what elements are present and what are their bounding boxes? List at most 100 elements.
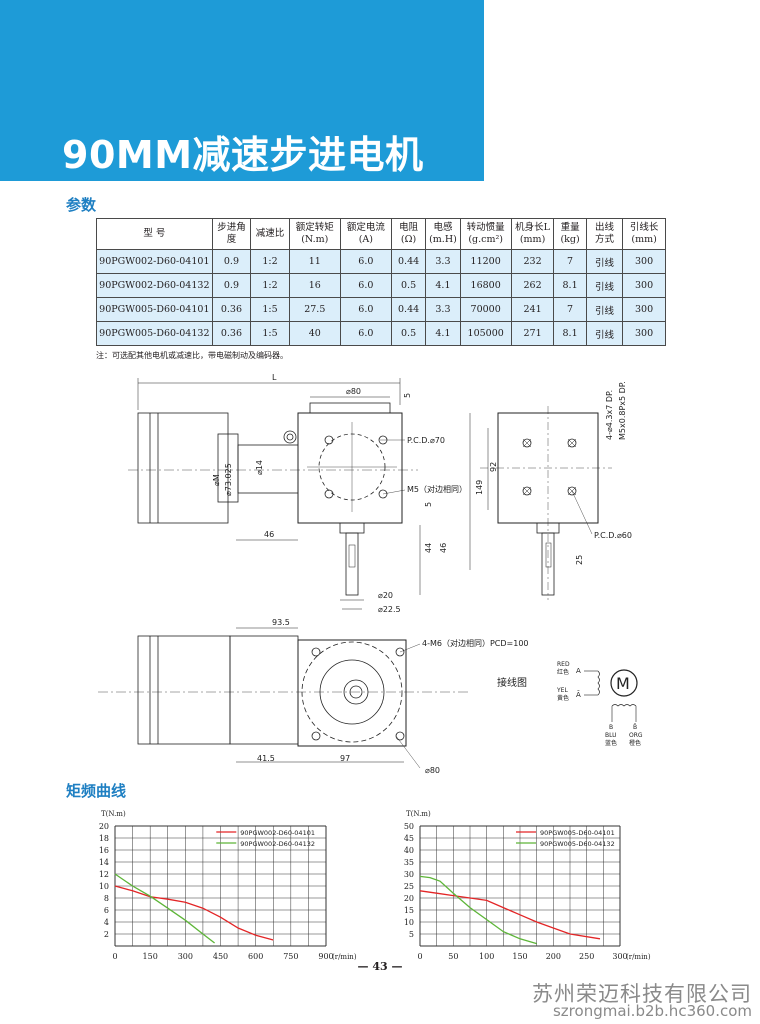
table-cell: 0.9 <box>211 249 252 274</box>
params-table: 型 号步进角 度减速比额定转矩 (N.m)额定电流 (A)电阻 (Ω)电感 (m… <box>96 218 666 346</box>
table-header-cell: 额定转矩 (N.m) <box>288 218 341 250</box>
dim-5-top: 5 <box>403 393 412 398</box>
dim-46: 46 <box>264 530 274 539</box>
table-cell: 3.3 <box>425 297 461 322</box>
table-cell: 70000 <box>459 297 512 322</box>
dim-14: ⌀14 <box>255 460 264 475</box>
y-tick-label: 5 <box>409 930 414 939</box>
bottom-view: 93.5 4-M6（对边相同）PCD=100 41.5 97 ⌀80 <box>98 618 529 775</box>
dim-pcd60: P.C.D.⌀60 <box>594 531 632 540</box>
x-tick-label: 900 <box>318 952 333 961</box>
table-cell: 300 <box>622 273 666 298</box>
table-header-cell: 电阻 (Ω) <box>390 218 427 250</box>
table-cell: 0.36 <box>211 321 252 346</box>
table-cell: 引线 <box>585 249 624 274</box>
table-cell: 8.1 <box>553 273 587 298</box>
table-cell: 90PGW005-D60-04132 <box>96 321 213 346</box>
side-view: L ⌀80 5 P.C.D.⌀70 M5（对边相同） 5 ⌀M <box>128 373 467 614</box>
table-cell: 0.44 <box>390 249 427 274</box>
series-line <box>114 873 215 944</box>
table-cell: 16800 <box>459 273 512 298</box>
table-header-cell: 引线长 (mm) <box>622 218 666 250</box>
table-header-cell: 机身长L (mm) <box>510 218 555 250</box>
table-header-cell: 型 号 <box>96 218 213 250</box>
table-cell: 40 <box>288 321 341 346</box>
wiring-title: 接线图 <box>497 676 527 689</box>
wire-org: ORG <box>629 732 643 739</box>
table-cell: 0.9 <box>211 273 252 298</box>
table-cell: 1:2 <box>250 273 290 298</box>
y-tick-label: 8 <box>104 894 109 903</box>
series-line <box>419 875 537 945</box>
section-params-title: 参数 <box>66 196 97 214</box>
dim-m5x: M5x0.8Px5 DP. <box>618 381 627 440</box>
wire-org-cn: 橙色 <box>629 739 641 747</box>
table-cell: 引线 <box>585 321 624 346</box>
table-cell: 引线 <box>585 297 624 322</box>
table-header-cell: 电感 (m.H) <box>425 218 461 250</box>
x-tick-label: 0 <box>112 952 117 961</box>
wire-yel: YEL <box>556 687 568 694</box>
legend-label: 90PGW005-D60-04132 <box>540 840 615 848</box>
y-tick-label: 2 <box>104 930 109 939</box>
table-cell: 1:5 <box>250 297 290 322</box>
table-header-cell: 步进角 度 <box>211 218 252 250</box>
wire-yel-cn: 黄色 <box>557 694 569 702</box>
watermark-url: szrongmai.b2b.hc360.com <box>552 1002 752 1020</box>
y-tick-label: 45 <box>404 834 414 843</box>
y-tick-label: 4 <box>104 918 109 927</box>
wire-b: B <box>609 724 613 731</box>
dim-73: ⌀73.025 <box>224 463 233 496</box>
table-cell: 11200 <box>459 249 512 274</box>
x-tick-label: 200 <box>546 952 561 961</box>
table-cell: 7 <box>553 297 587 322</box>
wiring-diagram: 接线图 RED 红色 A YEL 黄色 Ā M B B̄ BLU 蓝色 ORG … <box>497 661 643 747</box>
y-tick-label: 20 <box>99 822 109 831</box>
x-tick-label: 0 <box>417 952 422 961</box>
dim-5-mid: 5 <box>424 502 433 507</box>
dim-L: L <box>272 373 277 382</box>
legend-label: 90PGW002-D60-04132 <box>240 840 315 848</box>
dim-97: 97 <box>340 754 350 763</box>
dim-46v: 46 <box>439 543 448 553</box>
table-cell: 0.5 <box>390 321 427 346</box>
x-tick-label: 600 <box>248 952 263 961</box>
page-number: — 43 — <box>357 960 403 973</box>
x-tick-label: 150 <box>512 952 527 961</box>
dim-phi-m: ⌀M <box>212 474 221 486</box>
y-tick-label: 14 <box>99 858 109 867</box>
section-curves-title: 矩频曲线 <box>66 782 127 800</box>
x-tick-label: 300 <box>612 952 627 961</box>
table-header-cell: 重量 (kg) <box>553 218 587 250</box>
table-cell: 6.0 <box>339 273 392 298</box>
table-cell: 7 <box>553 249 587 274</box>
table-cell: 引线 <box>585 273 624 298</box>
y-tick-label: 10 <box>99 882 109 891</box>
table-cell: 1:5 <box>250 321 290 346</box>
table-cell: 0.5 <box>390 273 427 298</box>
x-axis-label: (r/min) <box>626 953 651 961</box>
y-tick-label: 40 <box>404 846 414 855</box>
table-header-cell: 减速比 <box>250 218 290 250</box>
y-tick-label: 20 <box>404 894 414 903</box>
y-tick-label: 12 <box>99 870 109 879</box>
table-header-row: 型 号步进角 度减速比额定转矩 (N.m)额定电流 (A)电阻 (Ω)电感 (m… <box>96 218 666 250</box>
table-cell: 90PGW005-D60-04101 <box>96 297 213 322</box>
table-cell: 90PGW002-D60-04101 <box>96 249 213 274</box>
wire-abar: Ā <box>576 690 581 699</box>
x-tick-label: 450 <box>213 952 228 961</box>
table-header-cell: 转动惯量 (g.cm²) <box>459 218 512 250</box>
table-header-cell: 出线 方式 <box>585 218 624 250</box>
series-line <box>114 885 274 941</box>
motor-symbol: M <box>616 674 630 693</box>
y-tick-label: 18 <box>99 834 109 843</box>
watermark-company: 苏州荣迈科技有限公司 <box>532 982 752 1006</box>
dim-phi80-top: ⌀80 <box>346 387 361 396</box>
table-cell: 6.0 <box>339 321 392 346</box>
table-cell: 105000 <box>459 321 512 346</box>
